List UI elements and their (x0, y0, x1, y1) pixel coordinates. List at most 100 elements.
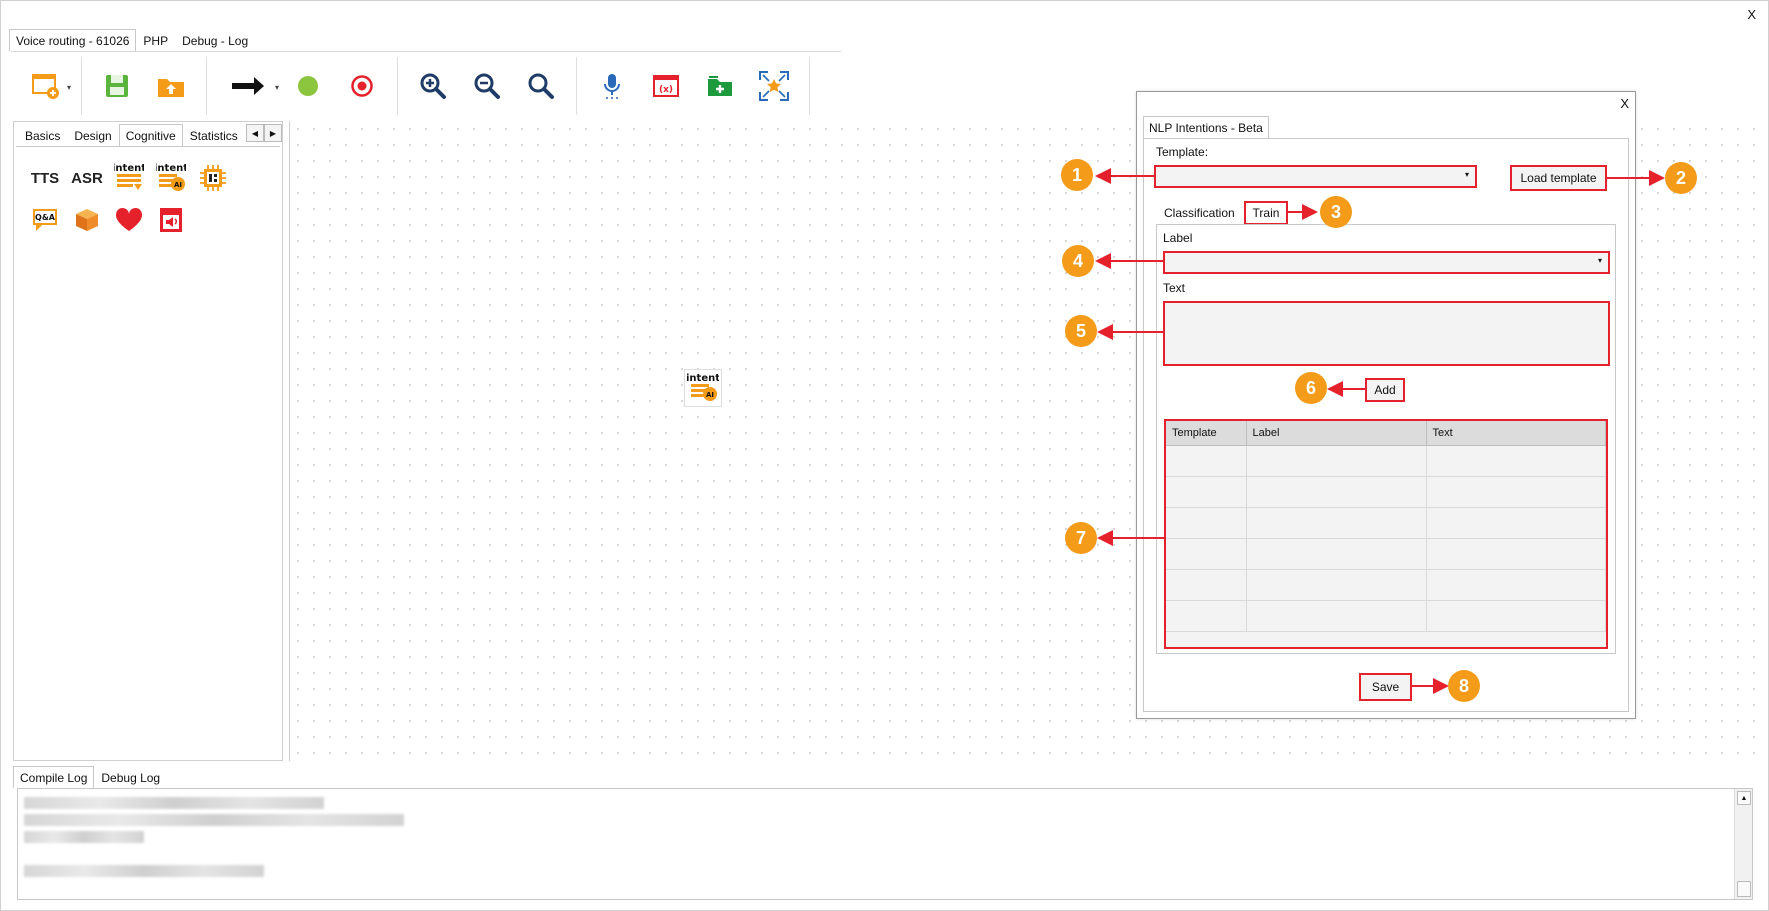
start-node-button[interactable] (281, 64, 335, 108)
qa-bubble-icon: Q&A (33, 209, 57, 231)
palette-asr[interactable]: ASR (71, 169, 103, 187)
redacted-log-line (24, 797, 324, 809)
template-select[interactable]: ▾ (1154, 165, 1477, 188)
template-label: Template: (1156, 145, 1209, 159)
zoom-in-button[interactable] (406, 64, 460, 108)
variable-icon: (x) (653, 74, 679, 97)
table-row[interactable] (1166, 600, 1606, 632)
tab-compile-log[interactable]: Compile Log (13, 766, 95, 788)
chevron-down-icon: ▾ (1464, 170, 1469, 179)
tab-voice-routing[interactable]: Voice routing - 61026 (9, 29, 137, 51)
tab-basics[interactable]: Basics (25, 129, 61, 143)
callout-7: 7 (1065, 522, 1097, 554)
palette-scroll-buttons: ◀ ▶ (246, 124, 282, 142)
microphone-button[interactable] (585, 64, 639, 108)
label-select[interactable]: ▾ (1163, 251, 1610, 274)
tab-cognitive[interactable]: Cognitive (118, 124, 183, 146)
save-icon (106, 74, 128, 97)
table-row[interactable] (1166, 569, 1606, 601)
palette-tts[interactable]: TTS (30, 169, 60, 187)
variables-button[interactable]: (x) (639, 64, 693, 108)
palette-chip[interactable] (192, 157, 234, 199)
table-row[interactable] (1166, 445, 1606, 477)
upload-button[interactable] (144, 64, 198, 108)
end-node-button[interactable] (335, 64, 389, 108)
qa-word: Q&A (35, 213, 56, 222)
training-table: Template Label Text (1166, 421, 1606, 632)
callout-3: 3 (1320, 196, 1352, 228)
add-button[interactable]: Add (1365, 378, 1405, 402)
save-button[interactable] (90, 64, 144, 108)
toolbar-group-zoom (398, 56, 577, 115)
palette-intent[interactable]: intent (108, 157, 150, 199)
zoom-out-button[interactable] (460, 64, 514, 108)
palette-heart[interactable] (108, 199, 150, 241)
folder-upload-icon (158, 78, 184, 97)
tab-debug-log[interactable]: Debug - Log (182, 34, 249, 48)
heart-icon (115, 207, 143, 231)
tab-php[interactable]: PHP (143, 34, 169, 48)
intent-word: intent (114, 163, 144, 174)
palette-box[interactable] (66, 199, 108, 241)
dialog-body (1143, 138, 1629, 712)
add-folder-button[interactable] (693, 64, 747, 108)
tab-statistics[interactable]: Statistics (189, 129, 238, 143)
subtab-train[interactable]: Train (1244, 201, 1288, 225)
toolbar-group-save (82, 56, 207, 115)
scroll-up-icon[interactable]: ▲ (1737, 791, 1751, 805)
dialog-close-button[interactable]: X (1620, 96, 1629, 111)
callout-4: 4 (1062, 245, 1094, 277)
column-label[interactable]: Label (1246, 421, 1427, 446)
table-header-row: Template Label Text (1166, 421, 1606, 446)
callout-5: 5 (1065, 315, 1097, 347)
cube-icon (76, 209, 98, 231)
chip-icon (200, 165, 226, 191)
redacted-log-line (24, 865, 264, 877)
connector-button[interactable]: ▾ (215, 64, 281, 108)
log-scrollbar[interactable]: ▲ (1734, 789, 1752, 899)
redacted-log-line (24, 831, 144, 843)
text-input[interactable] (1163, 301, 1610, 366)
toolbar-group-flow: ▾ (207, 56, 398, 115)
toolbar-group-tools: (x) (577, 56, 810, 115)
zoom-reset-button[interactable] (514, 64, 568, 108)
palette-qa[interactable]: Q&A (24, 199, 66, 241)
dialog-tab-nlp[interactable]: NLP Intentions - Beta (1143, 116, 1269, 139)
arrow-right-icon (232, 76, 264, 95)
zoom-out-icon (474, 73, 500, 99)
intent-icon: intent (114, 163, 144, 190)
column-text[interactable]: Text (1426, 421, 1606, 446)
scroll-left-button[interactable]: ◀ (246, 124, 264, 142)
training-data-grid[interactable]: Template Label Text (1164, 419, 1608, 649)
green-circle-icon (298, 75, 318, 96)
tab-design[interactable]: Design (74, 129, 112, 143)
palette-audio[interactable] (150, 199, 192, 241)
scroll-right-button[interactable]: ▶ (264, 124, 282, 142)
load-template-button[interactable]: Load template (1510, 165, 1607, 191)
text-field-label: Text (1163, 281, 1186, 295)
compile-log-output[interactable]: ▲ (17, 788, 1753, 900)
chevron-down-icon: ▾ (1597, 256, 1602, 265)
scroll-thumb[interactable] (1737, 881, 1751, 897)
table-row[interactable] (1166, 476, 1606, 508)
window-close-button[interactable]: X (1747, 7, 1756, 22)
tab-debug-log-bottom[interactable]: Debug Log (101, 771, 161, 785)
zoom-in-icon (420, 73, 446, 99)
table-row[interactable] (1166, 538, 1606, 570)
callout-8: 8 (1448, 670, 1480, 702)
new-flow-button[interactable]: ▾ (19, 64, 73, 108)
column-template[interactable]: Template (1166, 421, 1247, 446)
chevron-down-icon: ▾ (66, 82, 71, 92)
subtab-classification[interactable]: Classification (1164, 206, 1235, 220)
fit-screen-button[interactable] (747, 64, 801, 108)
callout-1: 1 (1061, 159, 1093, 191)
table-row[interactable] (1166, 507, 1606, 539)
expand-icon (759, 70, 789, 101)
save-dialog-button[interactable]: Save (1359, 673, 1412, 701)
new-window-icon (32, 73, 59, 99)
